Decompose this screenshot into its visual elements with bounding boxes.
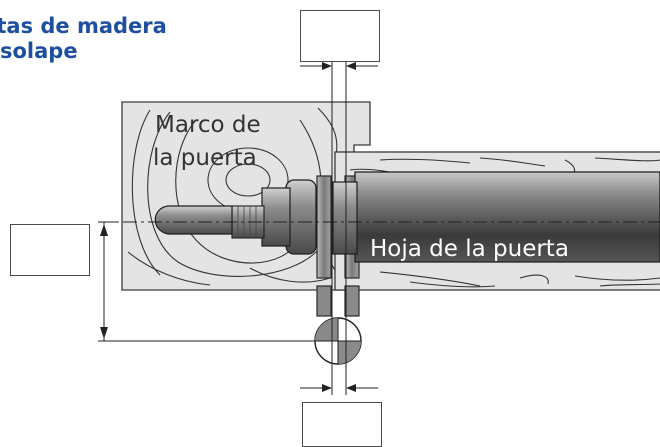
pivot-symbol — [314, 317, 362, 365]
offset-dimension-arrows — [100, 224, 108, 339]
top-dimension-box — [300, 10, 380, 62]
gap-dimension-lines — [300, 62, 378, 395]
leaf-barrel — [332, 171, 660, 263]
frame-label-line-2: la puerta — [153, 145, 257, 171]
diagram-title: rtas de madera solape — [0, 14, 167, 64]
frame-pin — [154, 179, 317, 255]
left-dimension-box — [10, 224, 90, 276]
bottom-dimension-box — [302, 402, 382, 447]
offset-dimension — [98, 221, 320, 342]
gap-dimension-arrows — [322, 62, 356, 392]
frame-label-line-1: Marco de — [155, 112, 261, 138]
title-line-2: solape — [0, 39, 78, 63]
leaf-label: Hoja de la puerta — [370, 236, 569, 262]
title-line-1: rtas de madera — [0, 14, 167, 38]
